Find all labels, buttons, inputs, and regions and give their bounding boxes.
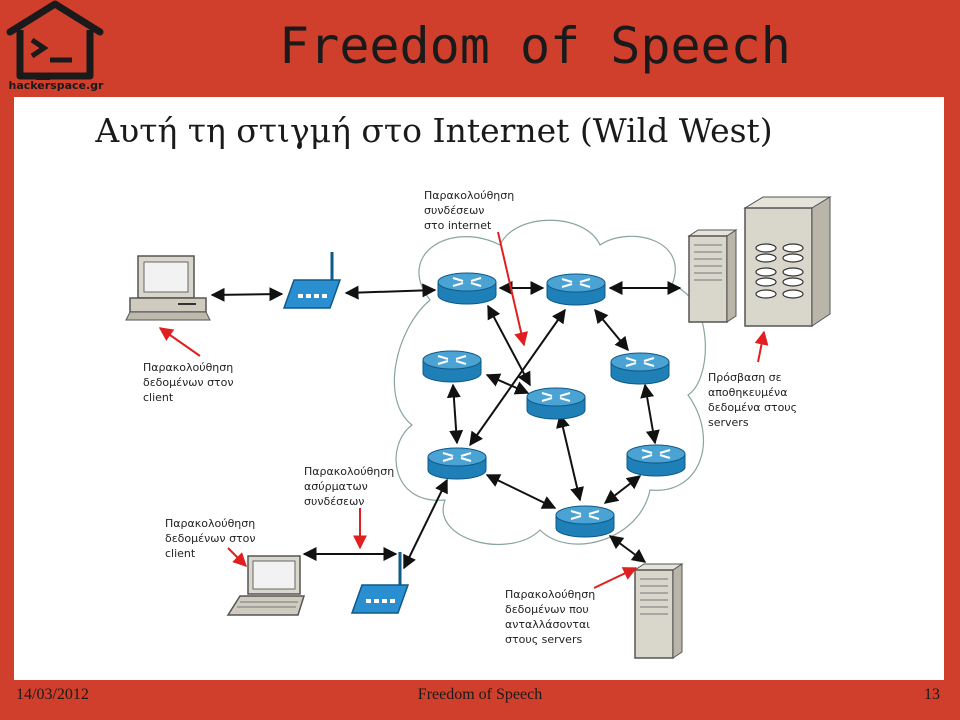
logo-text: hackerspace.gr: [8, 79, 104, 92]
label-monitor-servers: Παρακολούθηση δεδομένων που ανταλλάσοντα…: [505, 588, 599, 646]
slide-header: hackerspace.gr Freedom of Speech: [0, 0, 960, 96]
router-icon: [437, 272, 497, 305]
slide-title: Freedom of Speech: [279, 17, 791, 75]
server-tower-icon: [687, 229, 738, 323]
router-icon: [427, 447, 487, 480]
router-icon: [422, 350, 482, 383]
footer-title: Freedom of Speech: [417, 686, 543, 703]
hackerspace-logo: hackerspace.gr: [0, 0, 110, 96]
label-monitor-wireless: Παρακολούθηση ασύρματων συνδέσεων: [304, 465, 398, 508]
slide-footer: 14/03/2012 Freedom of Speech 13: [0, 686, 960, 710]
server-tower-icon: [633, 563, 684, 659]
router-icon: [626, 444, 686, 477]
wireless-access-point-icon: [282, 252, 342, 309]
content-panel: Αυτή τη στιγμή στο Internet (Wild West): [14, 97, 944, 680]
house-terminal-icon: [6, 0, 104, 80]
page-number: 13: [924, 686, 940, 703]
network-links: [210, 281, 682, 570]
storage-server-icon: [743, 196, 832, 327]
label-monitor-client-top: Παρακολούθηση δεδομένων στον client: [143, 361, 237, 404]
label-monitor-internet: Παρακολούθηση συνδέσεων στο internet: [424, 189, 518, 232]
laptop-icon: [226, 555, 306, 616]
slide-subtitle: Αυτή τη στιγμή στο Internet (Wild West): [95, 111, 773, 150]
router-icon: [546, 273, 606, 306]
router-icon: [555, 505, 615, 538]
router-icon: [526, 387, 586, 420]
network-diagram: Παρακολούθηση συνδέσεων στο internet Παρ…: [125, 189, 832, 659]
router-icon: [610, 352, 670, 385]
label-stored-data: Πρόσβαση σε αποθηκευμένα δεδομένα στους …: [708, 371, 801, 429]
label-monitor-client-bottom: Παρακολούθηση δεδομένων στον client: [165, 517, 259, 560]
wireless-access-point-icon: [350, 552, 410, 614]
desktop-computer-icon: [125, 255, 211, 321]
monitoring-pointers: [158, 231, 769, 589]
footer-date: 14/03/2012: [16, 686, 89, 703]
